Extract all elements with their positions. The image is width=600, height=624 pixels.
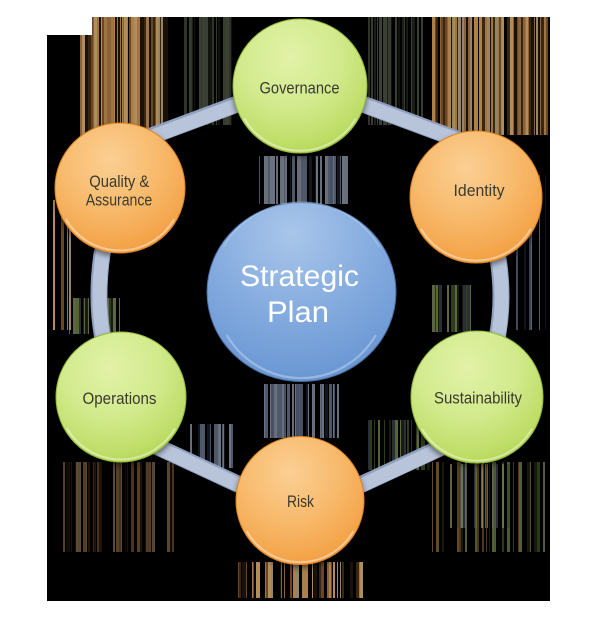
svg-text:Sustainability: Sustainability: [434, 390, 523, 408]
svg-text:Risk: Risk: [287, 493, 315, 511]
svg-text:Quality &: Quality &: [89, 173, 149, 191]
svg-text:Plan: Plan: [267, 296, 329, 329]
svg-text:Assurance: Assurance: [86, 192, 153, 210]
svg-text:Strategic: Strategic: [240, 260, 359, 293]
svg-text:Identity: Identity: [454, 182, 506, 200]
svg-text:Operations: Operations: [83, 390, 157, 408]
svg-text:Governance: Governance: [260, 79, 340, 98]
